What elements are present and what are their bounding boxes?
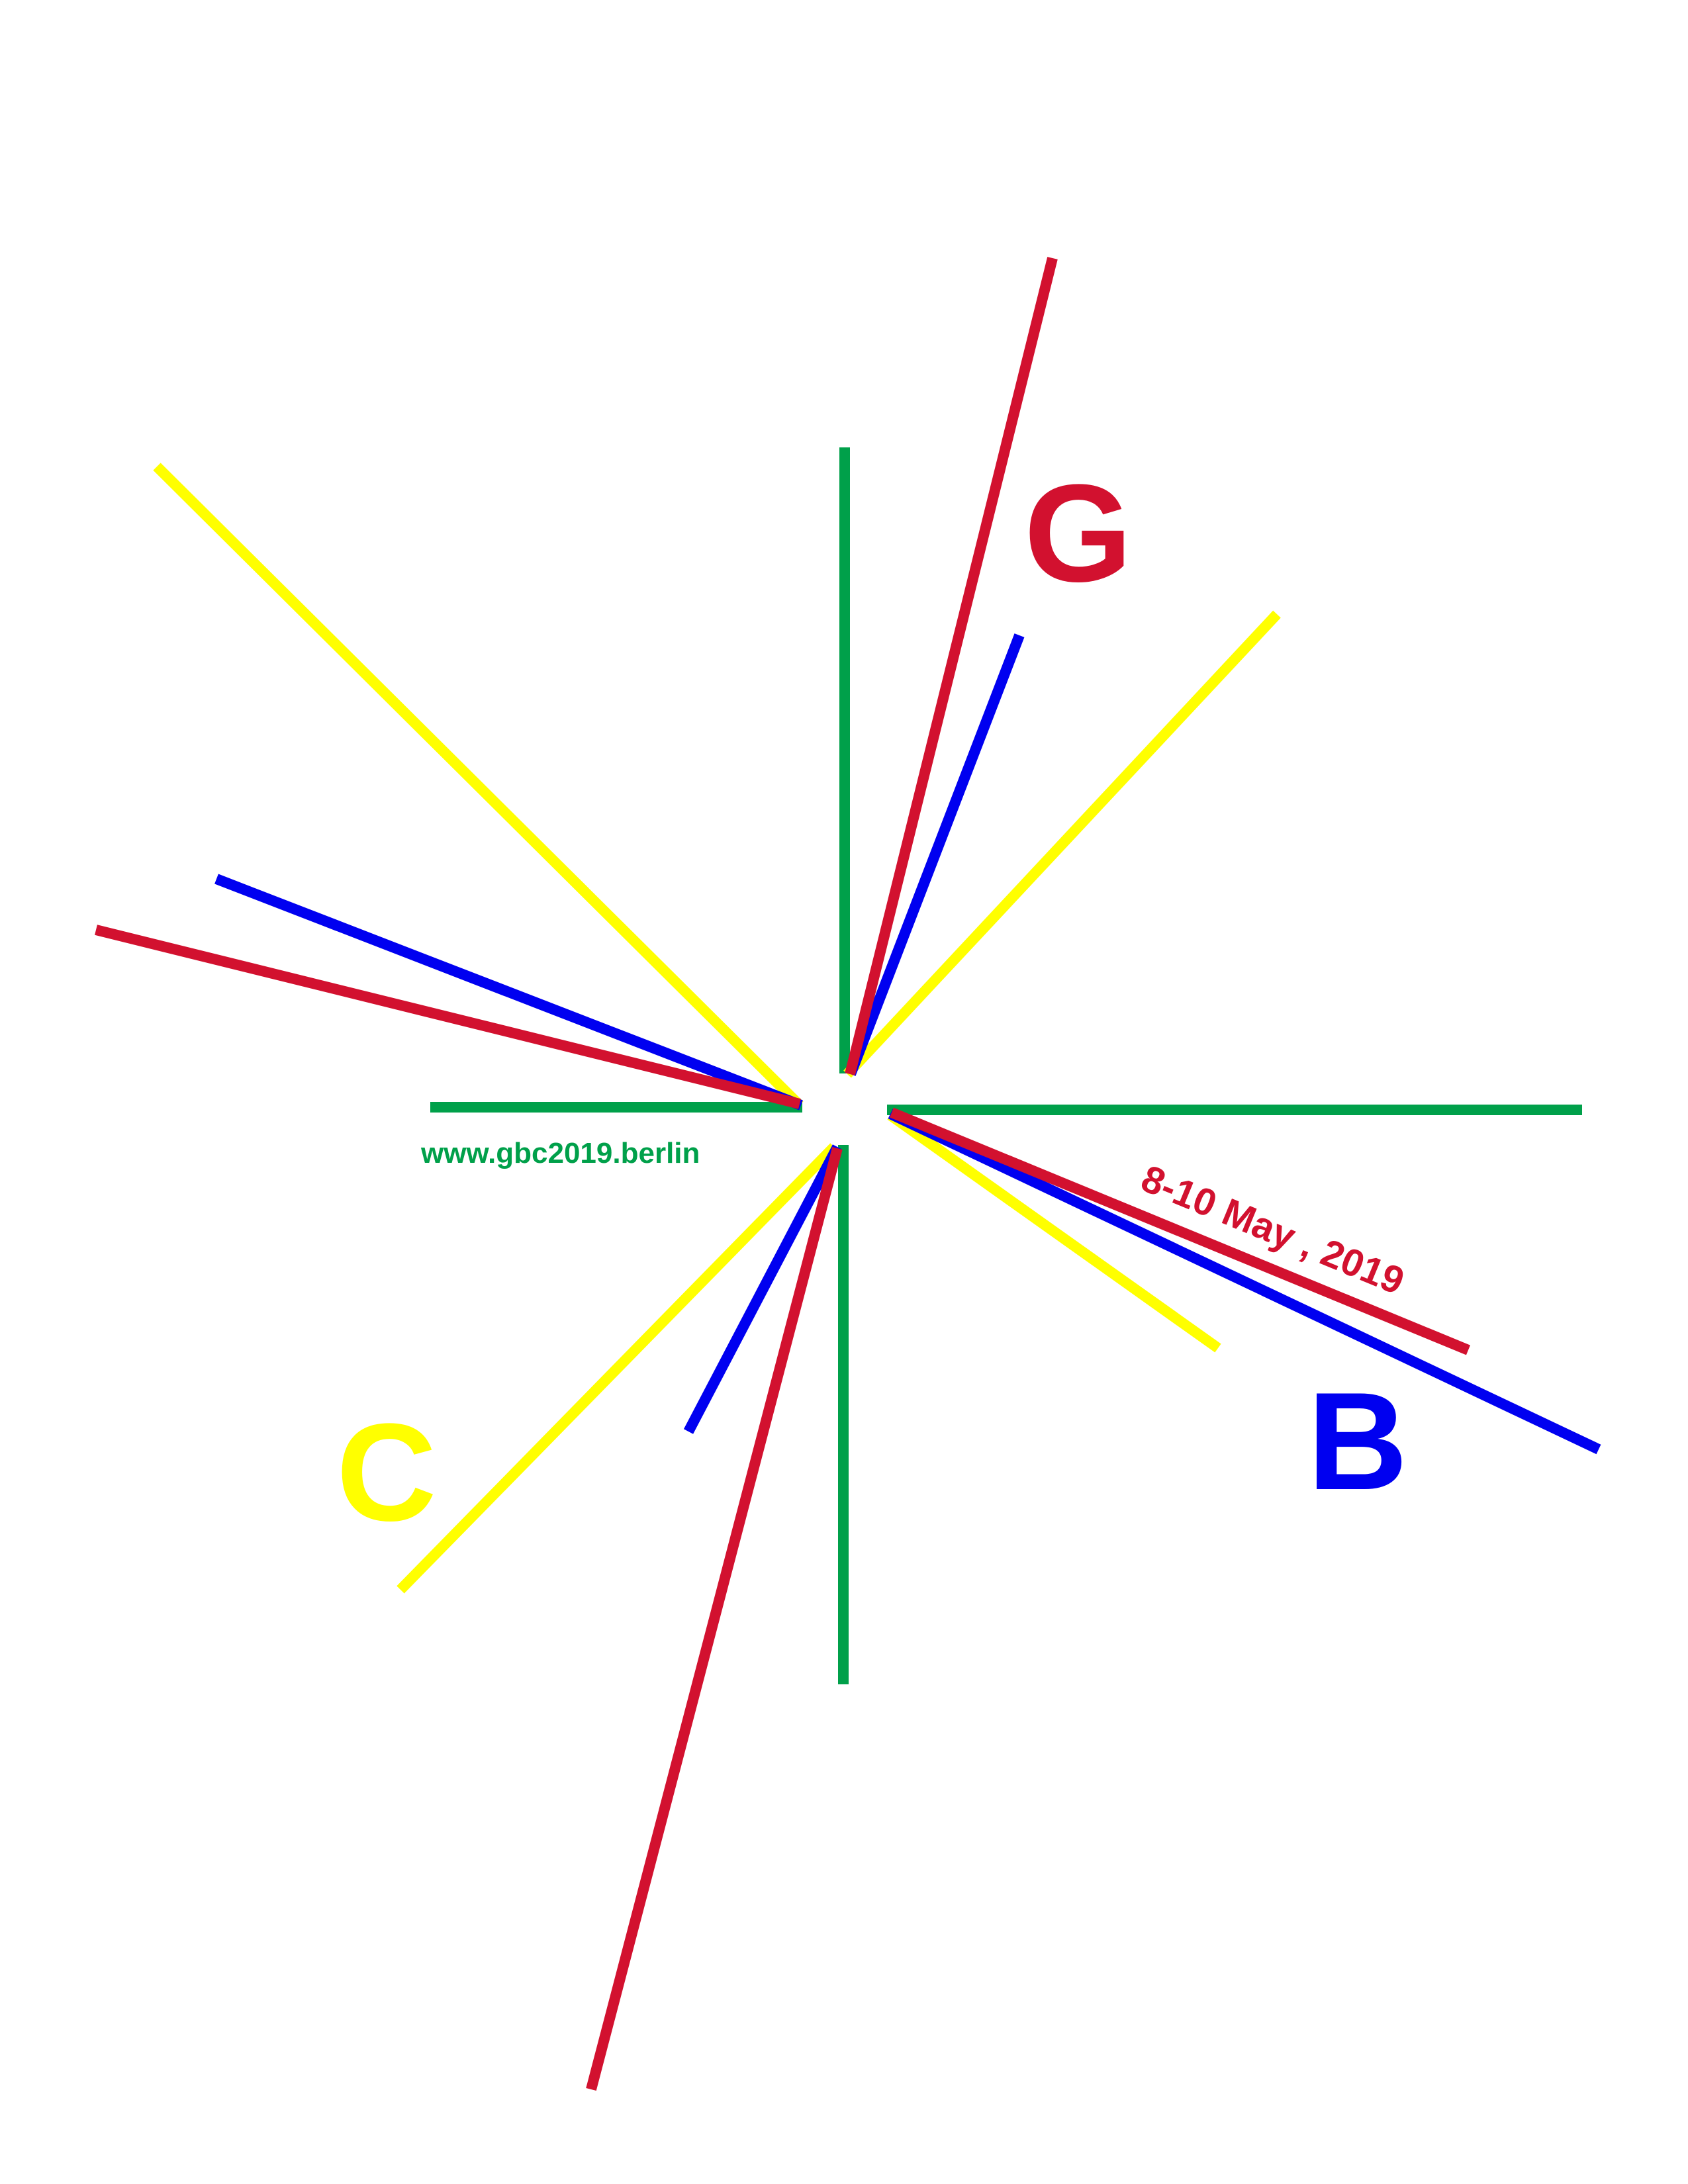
yellow-ray-lower-right: [887, 1111, 1221, 1353]
yellow-ray-upper-right: [843, 610, 1281, 1078]
blue-ray-lower-right: [888, 1109, 1601, 1455]
blue-ray-lower-left: [683, 1144, 843, 1434]
yellow-ray-upper-left: [153, 463, 804, 1109]
blue-ray-upper-right: [845, 633, 1025, 1076]
letter-c: C: [336, 1394, 437, 1550]
blue-ray-upper-left: [214, 874, 803, 1111]
letter-b: B: [1307, 1363, 1408, 1519]
yellow-ray-lower-left: [397, 1143, 838, 1594]
letter-g: G: [1024, 455, 1132, 611]
red-ray-upper-right: [845, 257, 1058, 1075]
red-ray-lower-right: [889, 1107, 1471, 1355]
website-url: www.gbc2019.berlin: [420, 1137, 700, 1169]
red-ray-upper-left: [95, 925, 801, 1109]
red-ray-lower-left: [586, 1146, 843, 2091]
